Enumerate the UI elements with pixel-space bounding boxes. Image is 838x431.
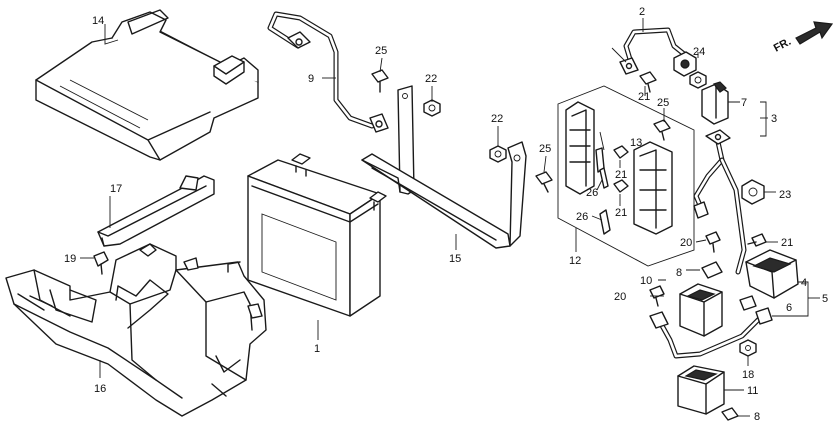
- clip-8: [721, 407, 739, 421]
- callout-6: 6: [786, 302, 792, 314]
- bolt-21-a: [639, 71, 657, 93]
- callout-16: 16: [94, 383, 106, 395]
- cap-24: [673, 51, 697, 77]
- callout-10: 10: [640, 275, 652, 287]
- callout-20-a: 20: [680, 237, 692, 249]
- battery-cover: [35, 9, 259, 161]
- starter-cable: [649, 295, 773, 359]
- nut-22-b: [489, 145, 507, 163]
- callout-21-a: 21: [638, 91, 650, 103]
- callout-11: 11: [747, 385, 758, 397]
- callout-26-a: 26: [586, 187, 598, 199]
- battery: [247, 153, 387, 317]
- callout-25-c: 25: [657, 97, 669, 109]
- bolt-19: [93, 251, 109, 275]
- callout-25-b: 25: [539, 143, 551, 155]
- front-direction-label: FR.: [772, 36, 793, 55]
- bolt-25-c: [653, 119, 671, 141]
- callout-17: 17: [110, 183, 122, 195]
- screw-21-b: [613, 145, 629, 159]
- callout-18: 18: [742, 369, 754, 381]
- callout-21-b: 21: [615, 169, 627, 181]
- fuse-box-assembly: [557, 85, 695, 267]
- front-direction-indicator: FR.: [772, 21, 834, 55]
- callout-5: 5: [822, 293, 828, 305]
- callout-23: 23: [779, 189, 791, 201]
- callout-7: 7: [741, 97, 747, 109]
- nut-18: [739, 339, 757, 357]
- callout-2: 2: [639, 6, 645, 18]
- callout-21-d: 21: [781, 237, 793, 249]
- starter-relay: [679, 261, 723, 337]
- callout-14: 14: [92, 15, 104, 27]
- callout-1: 1: [314, 343, 320, 355]
- bolt-25-b: [535, 171, 553, 193]
- nut-23: [741, 179, 765, 205]
- bolt-21-d: [747, 233, 767, 247]
- leader-lines: [80, 18, 820, 417]
- callout-8-b: 8: [754, 411, 760, 423]
- callout-9: 9: [308, 73, 314, 85]
- callout-15: 15: [449, 253, 461, 265]
- front-arrow-icon: [795, 21, 834, 45]
- nut-22-a: [423, 99, 441, 117]
- callout-22-b: 22: [491, 113, 503, 125]
- relay-cover: [677, 365, 725, 415]
- callout-19: 19: [64, 253, 76, 265]
- battery-stay: [97, 175, 215, 247]
- battery-case: [5, 243, 267, 417]
- callout-labels: 14 9 25 22 22 25 15 17 19 16 1 12 2 21 2…: [64, 6, 828, 423]
- bolt-20-a: [705, 231, 721, 253]
- callout-12: 12: [569, 255, 581, 267]
- nut-near-24: [689, 71, 707, 89]
- bolt-25-a: [371, 69, 389, 93]
- terminal-cover: [701, 81, 729, 125]
- battery-holder-bracket: [361, 85, 527, 249]
- callout-3: 3: [771, 113, 777, 125]
- callout-22-a: 22: [425, 73, 437, 85]
- callout-8-a: 8: [676, 267, 682, 279]
- callout-4: 4: [801, 277, 807, 289]
- callout-26-b: 26: [576, 211, 588, 223]
- negative-cable: [267, 11, 389, 133]
- callout-20-b: 20: [614, 291, 626, 303]
- callout-13: 13: [630, 137, 642, 149]
- relay-cable: [619, 27, 687, 75]
- terminal-boot: [745, 249, 799, 299]
- bolt-20-b: [649, 285, 665, 307]
- screw-21-c: [613, 179, 629, 193]
- callout-24: 24: [693, 46, 705, 58]
- positive-cable: [693, 129, 747, 275]
- terminal-26-a: [599, 167, 609, 189]
- callout-25-a: 25: [375, 45, 387, 57]
- callout-21-c: 21: [615, 207, 627, 219]
